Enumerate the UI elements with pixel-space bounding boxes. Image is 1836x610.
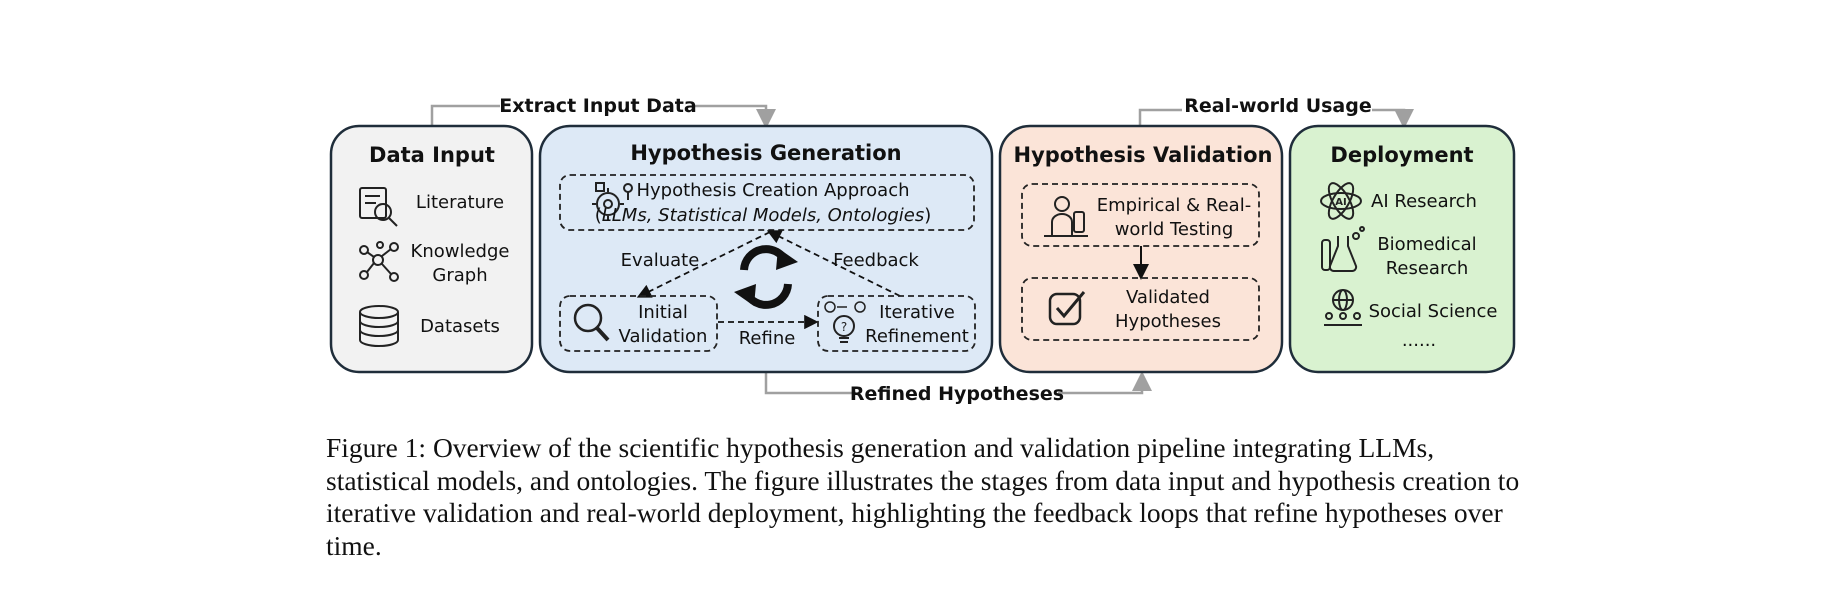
evaluate-arrow — [636, 231, 771, 298]
validated-box — [1021, 277, 1260, 341]
iterative-refinement-box — [817, 295, 976, 352]
deployment-title: Deployment — [1330, 143, 1473, 167]
biomedical-label: Biomedical — [1377, 234, 1476, 255]
approach-line2: (LLMs, Statistical Models, Ontologies) — [595, 205, 932, 226]
flask-icon — [1321, 226, 1365, 272]
realworld-usage-label: Real-world Usage — [1184, 95, 1372, 117]
refresh-cycle-icon — [734, 245, 798, 309]
realworld-connector: Real-world Usage — [1138, 95, 1414, 129]
extract-input-label: Extract Input Data — [499, 95, 696, 117]
feedback-arrow — [766, 230, 901, 297]
svg-text:AI: AI — [1335, 197, 1346, 208]
pipeline-diagram: Extract Input Data Real-world Usage Refi… — [329, 95, 1516, 405]
scientist-icon — [1044, 196, 1088, 237]
testing-line1: Empirical & Real- — [1097, 195, 1251, 216]
svg-text:?: ? — [841, 320, 847, 334]
checkbox-icon — [1048, 291, 1086, 326]
figure-caption: Figure 1: Overview of the scientific hyp… — [326, 432, 1520, 561]
magnifier-icon — [573, 303, 610, 342]
refined-hypotheses-label: Refined Hypotheses — [850, 383, 1064, 405]
deployment-panel: Deployment AI AI Research Biomedical Res… — [1288, 124, 1516, 374]
datasets-icon — [359, 305, 399, 347]
initial-validation-box — [559, 295, 718, 352]
ai-atom-icon: AI — [1320, 182, 1362, 220]
lightbulb-icon: ? — [824, 301, 866, 343]
graph-label: Graph — [432, 265, 487, 286]
refinement-label: Refinement — [865, 326, 969, 347]
data-input-panel: Data Input Literature Knowledge Graph Da… — [329, 124, 534, 374]
feedback-label: Feedback — [833, 250, 919, 271]
more-ellipsis: ...... — [1402, 330, 1436, 351]
literature-label: Literature — [416, 192, 504, 213]
validated-line2: Hypotheses — [1115, 311, 1221, 332]
refine-label: Refine — [739, 328, 796, 349]
gear-brain-icon — [592, 182, 633, 220]
testing-line2: world Testing — [1115, 219, 1234, 240]
refined-connector: Refined Hypotheses — [764, 370, 1152, 405]
testing-box — [1021, 183, 1260, 247]
knowledge-label: Knowledge — [411, 241, 510, 262]
evaluate-label: Evaluate — [621, 250, 700, 271]
literature-icon — [359, 187, 398, 227]
hypothesis-generation-panel: Hypothesis Generation Hypothesis Creatio… — [538, 124, 994, 374]
validation-label: Validation — [619, 326, 708, 347]
datasets-label: Datasets — [420, 316, 500, 337]
extract-connector: Extract Input Data — [430, 95, 776, 129]
initial-label: Initial — [638, 302, 688, 323]
hypothesis-generation-title: Hypothesis Generation — [630, 141, 901, 165]
iterative-label: Iterative — [879, 302, 955, 323]
ai-research-label: AI Research — [1371, 191, 1477, 212]
hypothesis-validation-panel: Hypothesis Validation Empirical & Real- … — [998, 124, 1284, 374]
hypothesis-validation-title: Hypothesis Validation — [1014, 143, 1273, 167]
approach-line1: Hypothesis Creation Approach — [636, 180, 909, 201]
social-science-label: Social Science — [1369, 301, 1498, 322]
research-label: Research — [1386, 258, 1469, 279]
validated-line1: Validated — [1126, 287, 1210, 308]
globe-people-icon — [1324, 289, 1362, 326]
data-input-title: Data Input — [369, 143, 495, 167]
knowledge-graph-icon — [359, 241, 399, 282]
